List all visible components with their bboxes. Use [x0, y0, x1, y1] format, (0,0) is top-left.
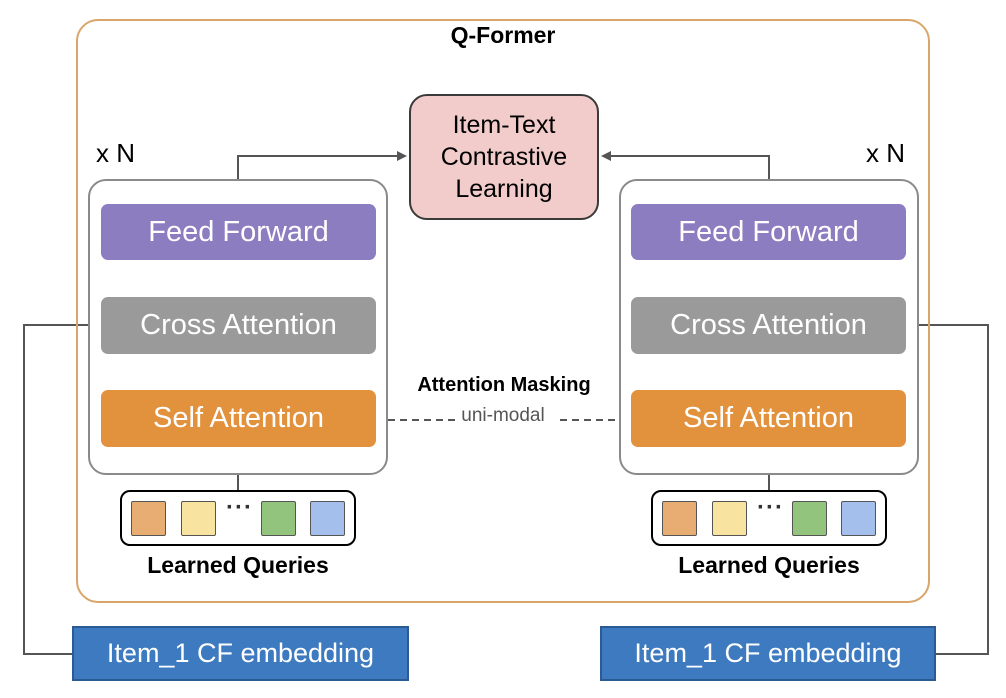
left-repeat-label: x N	[96, 138, 135, 168]
left-cf-embedding: Item_1 CF embedding	[72, 626, 409, 681]
query-token-blue	[841, 501, 876, 536]
query-token-yellow	[712, 501, 747, 536]
arrow-left-embedding-to-ca	[23, 320, 98, 655]
query-token-orange	[131, 501, 166, 536]
query-token-yellow	[181, 501, 216, 536]
arrow-left-to-contrastive	[237, 151, 407, 180]
right-cross-attention: Cross Attention	[631, 297, 906, 354]
arrow-right-to-contrastive	[601, 151, 770, 180]
query-token-green	[261, 501, 296, 536]
left-queries-label: Learned Queries	[147, 552, 329, 578]
right-queries-label: Learned Queries	[678, 552, 860, 578]
query-token-green	[792, 501, 827, 536]
query-token-blue	[310, 501, 345, 536]
left-self-attention: Self Attention	[101, 390, 376, 447]
query-ellipsis: ···	[226, 494, 253, 521]
left-feed-forward: Feed Forward	[101, 204, 376, 260]
qformer-frame	[76, 19, 930, 603]
query-ellipsis: ···	[757, 494, 784, 521]
query-token-orange	[662, 501, 697, 536]
contrastive-line-1: Item-Text	[452, 111, 556, 139]
attention-masking-mode: uni-modal	[461, 405, 545, 426]
left-cross-attention: Cross Attention	[101, 297, 376, 354]
right-self-attention: Self Attention	[631, 390, 906, 447]
contrastive-learning-box: Item-Text Contrastive Learning	[409, 94, 599, 220]
contrastive-line-3: Learning	[455, 175, 553, 203]
left-learned-queries: ···	[120, 490, 356, 546]
contrastive-line-2: Contrastive	[440, 143, 568, 171]
right-feed-forward: Feed Forward	[631, 204, 906, 260]
qformer-title: Q-Former	[450, 22, 556, 48]
right-cf-embedding: Item_1 CF embedding	[600, 626, 936, 681]
right-repeat-label: x N	[866, 138, 905, 168]
right-learned-queries: ···	[651, 490, 887, 546]
arrow-right-embedding-to-ca	[909, 320, 989, 655]
attention-masking-title: Attention Masking	[417, 374, 591, 396]
